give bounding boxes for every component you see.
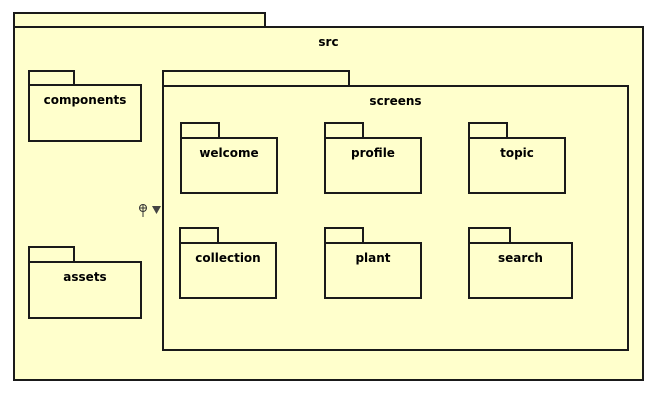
search-package-label: search bbox=[498, 251, 543, 265]
profile-package-label: profile bbox=[351, 146, 395, 160]
assets-package-label: assets bbox=[63, 270, 107, 284]
collection-package-label: collection bbox=[195, 251, 261, 265]
collection-package[interactable]: collection bbox=[179, 242, 277, 299]
src-package-label: src bbox=[318, 35, 339, 49]
welcome-package[interactable]: welcome bbox=[180, 137, 278, 194]
plant-package-label: plant bbox=[355, 251, 391, 265]
components-package[interactable]: components bbox=[28, 84, 142, 142]
plant-package[interactable]: plant bbox=[324, 242, 422, 299]
topic-package[interactable]: topic bbox=[468, 137, 566, 194]
profile-package[interactable]: profile bbox=[324, 137, 422, 194]
search-package[interactable]: search bbox=[468, 242, 573, 299]
components-package-label: components bbox=[43, 93, 127, 107]
screens-package-label: screens bbox=[369, 94, 422, 108]
assets-package[interactable]: assets bbox=[28, 261, 142, 319]
welcome-package-label: welcome bbox=[199, 146, 259, 160]
topic-package-label: topic bbox=[500, 146, 534, 160]
screens-package[interactable]: screens bbox=[162, 85, 629, 351]
